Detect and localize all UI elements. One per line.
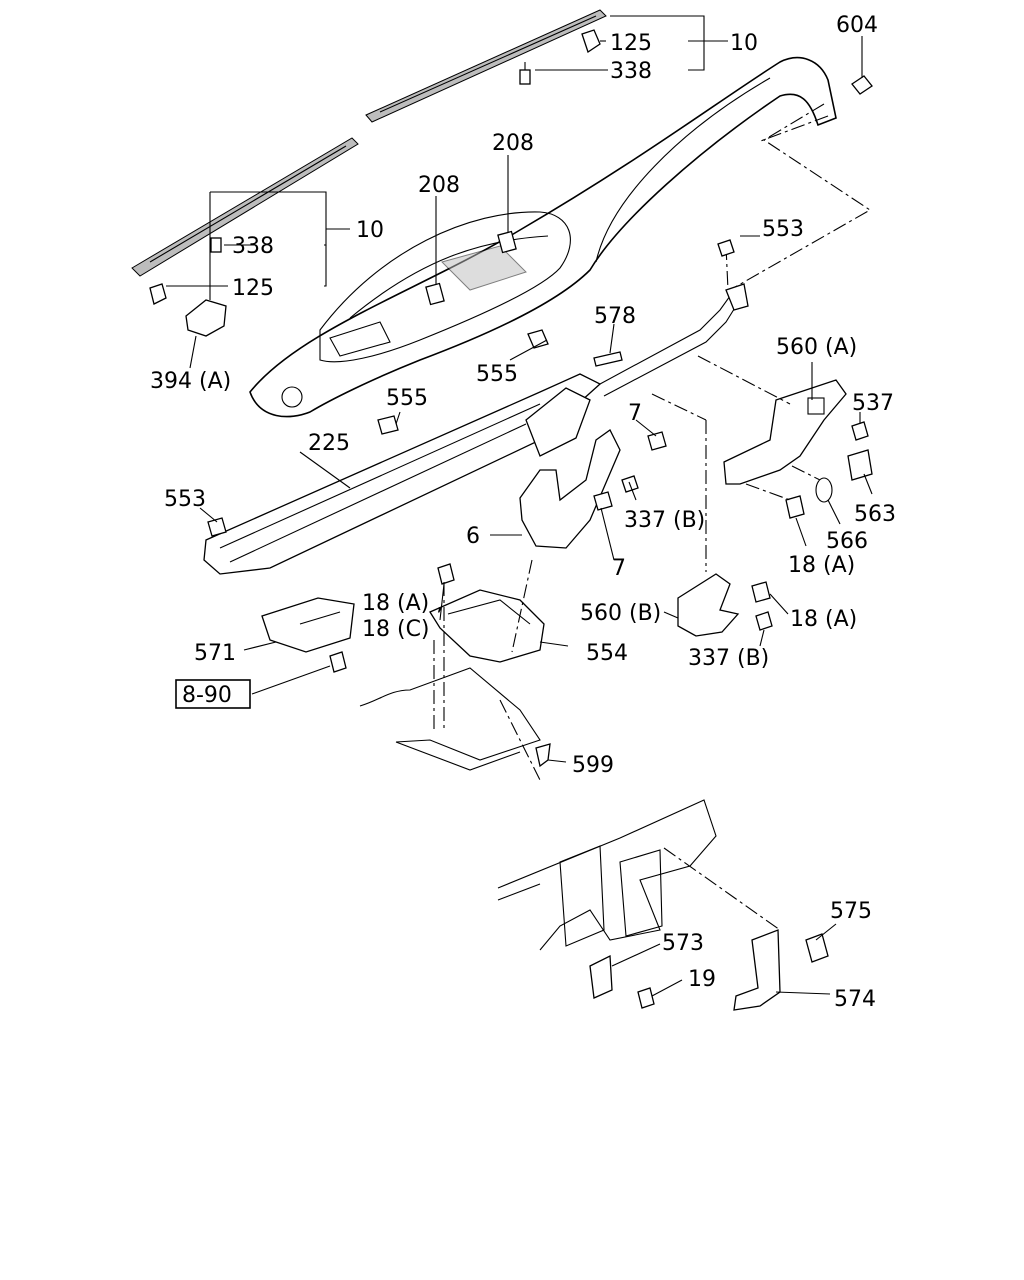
screw-338-top — [519, 62, 531, 85]
nut-604 — [851, 75, 873, 95]
callout-7-b: 7 — [612, 556, 626, 581]
callout-10-left: 10 — [356, 218, 384, 243]
callout-338-top: 338 — [610, 59, 652, 84]
module-571 — [261, 597, 355, 653]
callout-10-top: 10 — [730, 31, 758, 56]
callout-566: 566 — [826, 529, 868, 554]
callout-19: 19 — [688, 967, 716, 992]
callout-560a: 560 (A) — [776, 335, 857, 360]
callout-553-top: 553 — [762, 217, 804, 242]
clip-125-left — [149, 283, 167, 305]
callout-555-b: 555 — [386, 386, 428, 411]
callout-18c: 18 (C) — [362, 617, 430, 642]
bracket-554 — [429, 589, 545, 663]
callout-208-b: 208 — [418, 173, 460, 198]
callout-563: 563 — [854, 502, 896, 527]
callout-604: 604 — [836, 13, 878, 38]
bracket-574 — [733, 929, 781, 1011]
bracket-394a — [185, 299, 227, 337]
leader-lines — [166, 15, 872, 369]
callout-553-left: 553 — [164, 487, 206, 512]
callout-575: 575 — [830, 899, 872, 924]
callout-7-a: 7 — [628, 401, 642, 426]
cross-member-225 — [203, 283, 749, 575]
callout-574: 574 — [834, 987, 876, 1012]
callout-208-a: 208 — [492, 131, 534, 156]
clip-125-top — [581, 29, 601, 54]
callout-18a-comma: 18 (A) , — [362, 591, 443, 616]
callout-labels: 10 125 338 604 208 208 10 338 125 553 57… — [150, 13, 896, 1012]
bracket-560a — [723, 379, 847, 485]
callout-560b: 560 (B) — [580, 601, 661, 626]
instrument-panel — [249, 56, 837, 418]
lower-frame — [497, 799, 717, 951]
bracket-573 — [589, 954, 613, 999]
floor-panel — [359, 667, 541, 771]
callout-578: 578 — [594, 304, 636, 329]
callout-18a-a: 18 (A) — [788, 553, 855, 578]
screw-338-left — [210, 237, 222, 253]
callout-554: 554 — [586, 641, 628, 666]
callout-555-a: 555 — [476, 362, 518, 387]
callout-6: 6 — [466, 524, 480, 549]
bracket-560b — [677, 573, 740, 637]
callout-537: 537 — [852, 391, 894, 416]
defroster-grille-top — [365, 9, 607, 123]
callout-18a-b: 18 (A) — [790, 607, 857, 632]
reference-box-8-90 — [175, 679, 251, 709]
callout-599: 599 — [572, 753, 614, 778]
callout-573: 573 — [662, 931, 704, 956]
defroster-grille-left — [131, 137, 359, 277]
strap-578 — [593, 351, 623, 367]
fastener-symbols — [207, 239, 873, 1009]
callout-125-left: 125 — [232, 276, 274, 301]
callout-394a: 394 (A) — [150, 369, 231, 394]
callout-125-top: 125 — [610, 31, 652, 56]
callout-337b-b: 337 (B) — [688, 646, 769, 671]
leader-lines-lower — [199, 323, 873, 997]
callout-225: 225 — [308, 431, 350, 456]
callout-571: 571 — [194, 641, 236, 666]
callout-337b-a: 337 (B) — [624, 508, 705, 533]
callout-338-left: 338 — [232, 234, 274, 259]
bracket-6 — [519, 429, 621, 549]
callout-8-90: 8-90 — [182, 683, 232, 708]
